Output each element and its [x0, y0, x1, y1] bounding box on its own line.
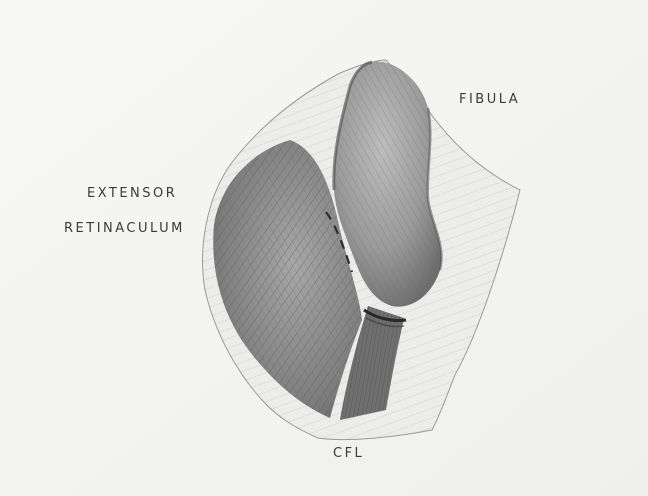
cfl-label: CFL [333, 446, 364, 461]
extensor-label-line2: RETINACULUM [64, 221, 185, 236]
fibula-label: FIBULA [459, 92, 520, 107]
extensor-label-line1: EXTENSOR [87, 186, 177, 201]
